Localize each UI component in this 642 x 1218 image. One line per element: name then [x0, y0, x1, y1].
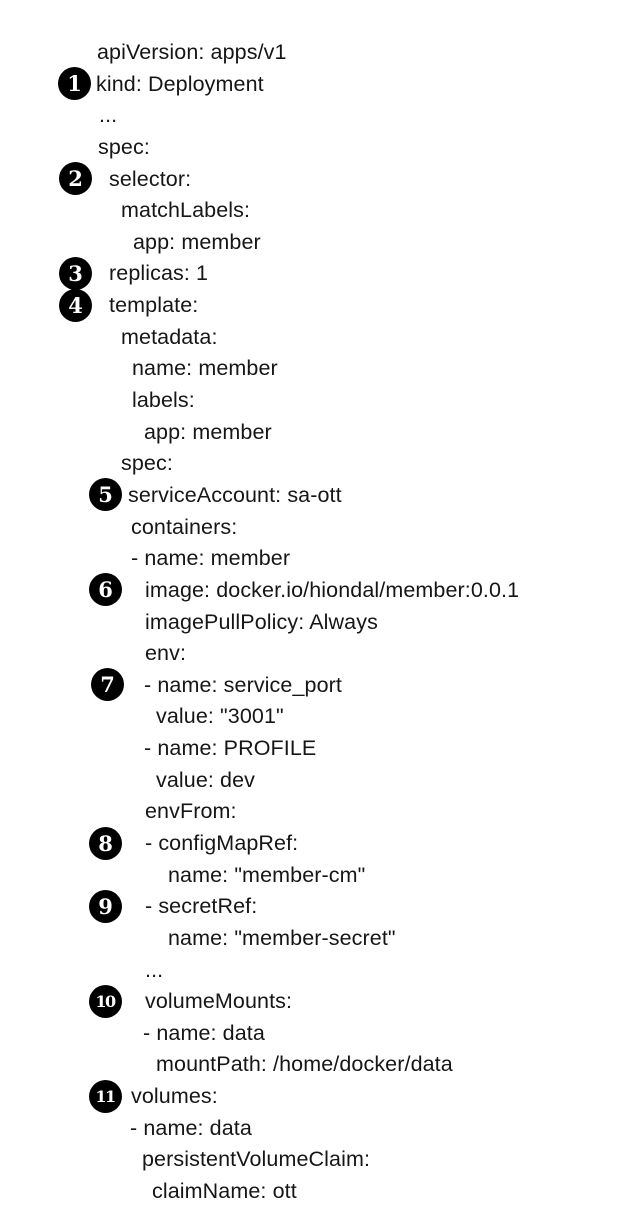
- step-badge: 8: [89, 827, 122, 860]
- code-line: name: "member-secret": [168, 926, 396, 950]
- code-line: metadata:: [121, 325, 218, 349]
- code-line: spec:: [98, 135, 150, 159]
- code-line: containers:: [131, 515, 238, 539]
- code-line: ...: [145, 958, 164, 982]
- code-line: image: docker.io/hiondal/member:0.0.1: [145, 578, 520, 602]
- code-line: - name: member: [131, 546, 291, 570]
- code-line: value: dev: [156, 768, 256, 792]
- code-line: serviceAccount: sa-ott: [128, 483, 342, 507]
- step-badge: 1: [58, 67, 91, 100]
- step-badge: 3: [59, 257, 92, 290]
- code-line: envFrom:: [145, 799, 237, 823]
- code-line: ...: [99, 103, 118, 127]
- step-badge: 7: [91, 668, 124, 701]
- code-line: replicas: 1: [109, 261, 209, 285]
- step-badge: 10: [89, 985, 122, 1018]
- step-badge: 4: [59, 289, 92, 322]
- code-line: - name: data: [143, 1021, 265, 1045]
- code-line: mountPath: /home/docker/data: [156, 1052, 453, 1076]
- code-line: name: member: [132, 356, 278, 380]
- step-badge: 2: [59, 162, 92, 195]
- step-badge: 11: [89, 1080, 122, 1113]
- code-line: template:: [109, 293, 199, 317]
- step-badge: 5: [89, 478, 122, 511]
- code-line: selector:: [109, 167, 192, 191]
- code-line: app: member: [133, 230, 261, 254]
- code-line: spec:: [121, 451, 173, 475]
- code-line: volumes:: [131, 1084, 218, 1108]
- code-line: apiVersion: apps/v1: [97, 40, 287, 64]
- code-line: labels:: [132, 388, 195, 412]
- code-line: claimName: ott: [152, 1179, 297, 1203]
- step-badge: 9: [89, 890, 122, 923]
- code-line: value: "3001": [156, 704, 284, 728]
- code-line: - name: data: [130, 1116, 252, 1140]
- code-line: kind: Deployment: [96, 72, 264, 96]
- code-line: name: "member-cm": [168, 863, 366, 887]
- code-line: env:: [145, 641, 187, 665]
- code-line: - configMapRef:: [145, 831, 299, 855]
- code-line: - name: PROFILE: [144, 736, 317, 760]
- code-line: matchLabels:: [121, 198, 251, 222]
- code-line: - name: service_port: [144, 673, 342, 697]
- code-line: imagePullPolicy: Always: [145, 610, 378, 634]
- code-line: - secretRef:: [145, 894, 258, 918]
- step-badge: 6: [89, 573, 122, 606]
- code-line: volumeMounts:: [145, 989, 293, 1013]
- code-line: persistentVolumeClaim:: [142, 1147, 371, 1171]
- code-line: app: member: [144, 420, 272, 444]
